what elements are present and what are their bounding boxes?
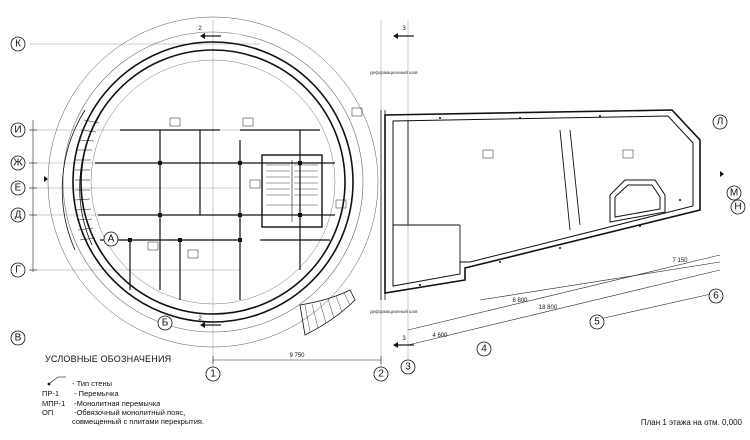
deformation-joint-label-bottom: деформационный шов (370, 308, 418, 314)
axis-label-d: Д (15, 210, 22, 221)
deformation-joint-label-top: деформационный шов (370, 69, 418, 75)
legend-row-lintel: ПР-1 - Перемычка (42, 389, 119, 398)
bottom-dimension-chain (212, 356, 382, 364)
axis-label-3: 3 (405, 362, 411, 373)
section-cut-arrows (44, 33, 724, 348)
axis-label-m: М (730, 188, 738, 199)
room-tags (147, 107, 634, 259)
legend-wall-type-symbol (47, 376, 66, 386)
section-cut-lines (205, 35, 414, 346)
plan-caption: План 1 этажа на отм. 0,000 (640, 418, 742, 427)
legend-symbol: МПР-1 (42, 399, 66, 408)
axis-label-5: 5 (594, 317, 600, 328)
east-wing-interior-walls (393, 121, 581, 262)
section-mark-2-top: 2 (198, 26, 202, 32)
legend-symbol: ОП (42, 408, 54, 417)
legend-row-wall-type: - Тип стены (72, 379, 112, 388)
dimension-bottom-main: 9 750 (289, 353, 305, 359)
dimension-right-2: 6 800 (512, 298, 528, 304)
legend-text: -Обвязочный монолитный пояс, (74, 408, 186, 417)
axis-label-zh: Ж (13, 158, 23, 169)
circular-building (47, 16, 379, 348)
section-mark-2-bottom: 2 (198, 316, 202, 322)
legend-text: - Тип стены (72, 379, 112, 388)
wall-markers (419, 115, 681, 286)
axis-label-4: 4 (481, 344, 487, 355)
axis-label-i: И (14, 125, 21, 136)
legend-row-tie-belt: ОП -Обвязочный монолитный пояс, (42, 408, 185, 417)
axis-grid-lines (30, 20, 409, 370)
axis-label-e: Е (15, 183, 22, 194)
axis-label-g: Г (15, 265, 21, 276)
south-arc-stair (299, 289, 356, 336)
axis-label-n: Н (734, 202, 741, 213)
legend-symbol: ПР-1 (42, 389, 60, 398)
legend-text: -Монолитная перемычка (74, 399, 161, 408)
legend-row-monolithic-lintel: МПР-1 -Монолитная перемычка (42, 399, 160, 408)
axis-label-a: А (108, 234, 115, 245)
dimension-right-3: 18 800 (539, 305, 558, 311)
section-mark-3-top: 3 (402, 26, 406, 32)
axis-label-1: 1 (210, 369, 216, 380)
dimension-right-1: 7 150 (672, 258, 688, 264)
central-stair-core (261, 154, 323, 228)
axis-label-l: Л (717, 117, 724, 128)
axis-bubbles (10, 36, 746, 382)
diagonal-dimension-chains (407, 254, 721, 346)
axis-label-2: 2 (378, 369, 384, 380)
section-mark-3-bottom: 3 (402, 336, 406, 342)
dimension-right-4: 4 600 (432, 333, 448, 339)
west-stair-treads (74, 119, 100, 241)
south-stair-treads (304, 292, 351, 333)
bay-polygon (609, 179, 666, 223)
legend-title: УСЛОВНЫЕ ОБОЗНАЧЕНИЯ (45, 354, 172, 364)
circle-interior-walls (95, 129, 335, 300)
axis-label-6: 6 (713, 291, 719, 302)
central-stair-treads (266, 164, 318, 206)
legend-row-tie-belt-cont: совмещенный с плитами перекрытия. (72, 417, 204, 426)
axis-label-b: Б (162, 318, 169, 329)
legend-text: - Перемычка (74, 389, 119, 398)
axis-label-k: К (15, 39, 21, 50)
left-dimension-chain (29, 120, 37, 272)
columns (128, 161, 302, 242)
legend-text: совмещенный с плитами перекрытия. (72, 417, 205, 426)
west-arc-stair (61, 109, 101, 251)
axis-label-v: В (15, 333, 22, 344)
east-wing (380, 109, 701, 300)
